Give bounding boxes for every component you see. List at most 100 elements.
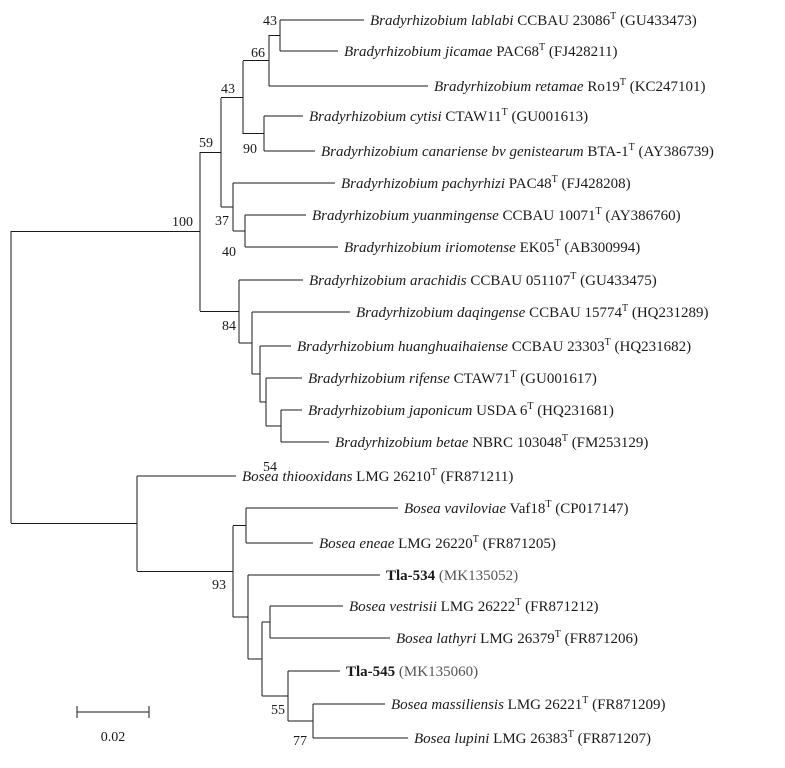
- type-strain-marker: T: [620, 77, 626, 88]
- bootstrap-value: 37: [215, 214, 229, 229]
- accession-number: (FR871212): [521, 599, 598, 615]
- taxon-name: Bradyrhizobium daqingense: [356, 305, 526, 321]
- tip-label-t10: Bradyrhizobium daqingense CCBAU 15774T (…: [356, 303, 709, 321]
- bootstrap-value: 77: [293, 734, 307, 749]
- tip-label-t23: Bosea lupini LMG 26383T (FR871207): [414, 729, 651, 747]
- taxon-name: Bradyrhizobium retamae: [434, 79, 584, 95]
- accession-number: (FJ428211): [545, 44, 617, 60]
- bootstrap-value: 100: [172, 215, 193, 230]
- strain-name: CCBAU 051107: [467, 273, 571, 289]
- type-strain-marker: T: [610, 11, 616, 22]
- bootstrap-value: 43: [263, 14, 277, 29]
- taxon-name: Bradyrhizobium japonicum: [308, 403, 472, 419]
- accession-number: (HQ231681): [533, 403, 613, 419]
- type-strain-marker: T: [555, 238, 561, 249]
- strain-name: CCBAU 15774: [525, 305, 622, 321]
- accession-number: (MK135052): [435, 568, 518, 584]
- tip-label-t11: Bradyrhizobium huanghuaihaiense CCBAU 23…: [297, 337, 691, 355]
- bootstrap-value: 84: [222, 319, 236, 334]
- type-strain-marker: T: [510, 369, 516, 380]
- type-strain-marker: T: [562, 433, 568, 444]
- tip-label-t20: Bosea lathyri LMG 26379T (FR871206): [396, 629, 638, 647]
- accession-number: (FR871206): [561, 631, 638, 647]
- taxon-name: Bradyrhizobium betae: [335, 435, 469, 451]
- strain-name: CCBAU 23086: [513, 13, 610, 29]
- tip-label-t8: Bradyrhizobium iriomotense EK05T (AB3009…: [344, 238, 640, 256]
- taxon-name: Bradyrhizobium canariense bv genistearum: [321, 144, 584, 160]
- bootstrap-value: 93: [212, 578, 226, 593]
- type-strain-marker: T: [629, 142, 635, 153]
- type-strain-marker: T: [605, 337, 611, 348]
- type-strain-marker: T: [473, 534, 479, 545]
- strain-name: LMG 26220: [394, 536, 472, 552]
- strain-name: PAC48: [505, 176, 552, 192]
- taxon-name: Bosea thiooxidans: [242, 469, 353, 485]
- tip-label-t5: Bradyrhizobium canariense bv genistearum…: [321, 142, 714, 160]
- accession-number: (FR871211): [437, 469, 514, 485]
- type-strain-marker: T: [622, 303, 628, 314]
- accession-number: (MK135060): [395, 664, 478, 680]
- type-strain-marker: T: [431, 467, 437, 478]
- bootstrap-value: 54: [263, 460, 277, 475]
- accession-number: (GU433473): [616, 13, 696, 29]
- tip-label-t18: Tla-534 (MK135052): [386, 568, 518, 584]
- strain-name: Ro19: [584, 79, 620, 95]
- accession-number: (KC247101): [626, 79, 706, 95]
- taxon-name: Bradyrhizobium jicamae: [344, 44, 493, 60]
- accession-number: (FR871207): [574, 731, 651, 747]
- tip-label-t9: Bradyrhizobium arachidis CCBAU 051107T (…: [309, 271, 657, 289]
- tip-label-t6: Bradyrhizobium pachyrhizi PAC48T (FJ4282…: [341, 174, 631, 192]
- taxon-name: Bradyrhizobium cytisi: [309, 109, 442, 125]
- accession-number: (HQ231682): [611, 339, 691, 355]
- tip-label-t12: Bradyrhizobium rifense CTAW71T (GU001617…: [308, 369, 597, 387]
- taxon-name: Bradyrhizobium arachidis: [309, 273, 467, 289]
- taxon-name: Bosea lathyri: [396, 631, 476, 647]
- tip-label-t2: Bradyrhizobium jicamae PAC68T (FJ428211): [344, 42, 618, 60]
- scale-bar: 0.02: [76, 706, 150, 745]
- taxon-name: Bradyrhizobium lablabi: [370, 13, 513, 29]
- taxon-name: Bradyrhizobium yuanmingense: [312, 208, 499, 224]
- bootstrap-value: 55: [271, 703, 285, 718]
- taxon-name: Bradyrhizobium huanghuaihaiense: [297, 339, 508, 355]
- accession-number: (HQ231289): [628, 305, 708, 321]
- strain-name: EK05: [516, 240, 555, 256]
- taxon-name: Bosea lupini: [414, 731, 489, 747]
- accession-number: (AY386739): [635, 144, 714, 160]
- tip-label-t13: Bradyrhizobium japonicum USDA 6T (HQ2316…: [308, 401, 614, 419]
- type-strain-marker: T: [545, 499, 551, 510]
- strain-name: LMG 26221: [504, 697, 582, 713]
- type-strain-marker: T: [539, 42, 545, 53]
- bootstrap-value: 40: [222, 245, 236, 260]
- type-strain-marker: T: [595, 206, 601, 217]
- accession-number: (FR871209): [588, 697, 665, 713]
- strain-name: PAC68: [492, 44, 539, 60]
- type-strain-marker: T: [515, 597, 521, 608]
- strain-name: LMG 26383: [489, 731, 567, 747]
- strain-name: CTAW71: [450, 371, 511, 387]
- accession-number: (GU433475): [576, 273, 656, 289]
- tip-label-t1: Bradyrhizobium lablabi CCBAU 23086T (GU4…: [370, 11, 697, 29]
- scale-bar-label: 0.02: [101, 730, 126, 745]
- bootstrap-value: 59: [199, 136, 213, 151]
- accession-number: (FR871205): [479, 536, 556, 552]
- tip-label-t21: Tla-545 (MK135060): [346, 664, 478, 680]
- type-strain-marker: T: [527, 401, 533, 412]
- strain-name: BTA-1: [584, 144, 629, 160]
- tip-label-t16: Bosea vaviloviae Vaf18T (CP017147): [404, 499, 629, 517]
- taxon-name: Bosea massiliensis: [391, 697, 504, 713]
- tip-label-t19: Bosea vestrisii LMG 26222T (FR871212): [349, 597, 598, 615]
- tip-label-t14: Bradyrhizobium betae NBRC 103048T (FM253…: [335, 433, 648, 451]
- type-strain-marker: T: [552, 174, 558, 185]
- accession-number: (FJ428208): [558, 176, 631, 192]
- taxon-name: Bradyrhizobium pachyrhizi: [341, 176, 505, 192]
- strain-name: CCBAU 23303: [508, 339, 605, 355]
- accession-number: (CP017147): [551, 501, 628, 517]
- accession-number: (AY386760): [602, 208, 681, 224]
- type-strain-marker: T: [555, 629, 561, 640]
- isolate-name: Tla-545: [346, 664, 395, 680]
- type-strain-marker: T: [570, 271, 576, 282]
- strain-name: USDA 6: [472, 403, 528, 419]
- type-strain-marker: T: [502, 107, 508, 118]
- tip-label-t7: Bradyrhizobium yuanmingense CCBAU 10071T…: [312, 206, 681, 224]
